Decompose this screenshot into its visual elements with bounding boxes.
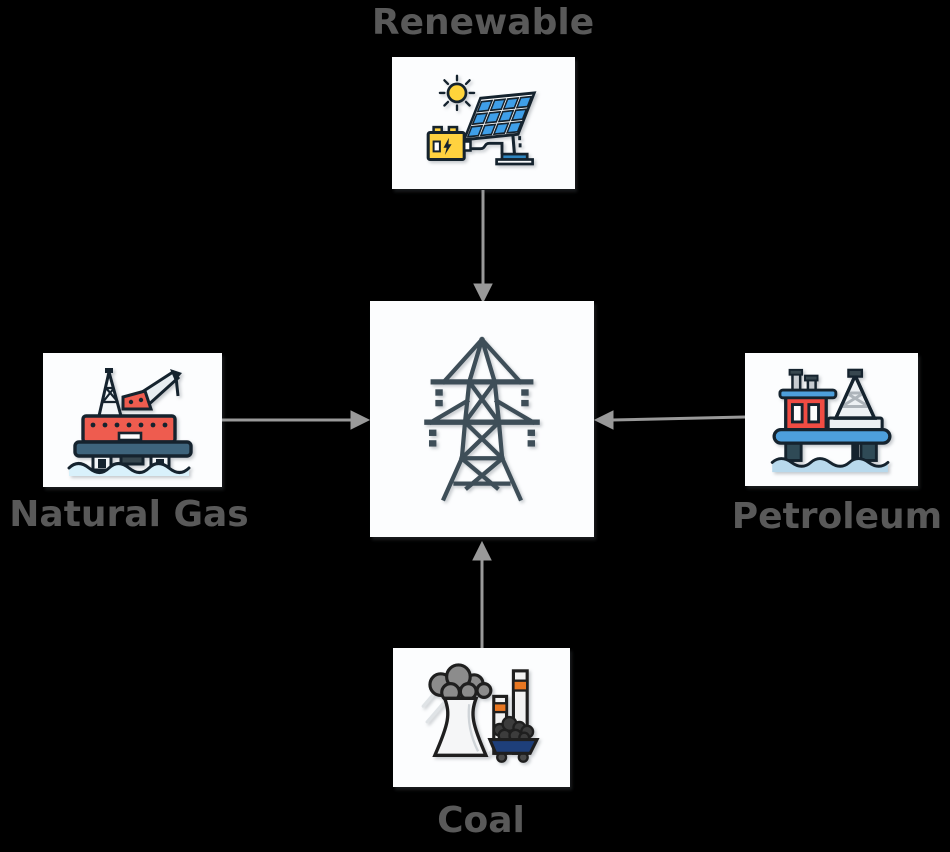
transmission-tower-icon [424,336,540,502]
arrow-petroleum-to-grid [593,410,746,430]
arrow-coal-to-grid [472,540,492,648]
arrow-natural-gas-to-grid [222,410,371,430]
oil-platform-icon [770,368,891,472]
coal-node [393,648,570,787]
petroleum-node [745,353,918,486]
renewable-node [392,57,575,189]
natural-gas-label: Natural Gas [9,494,249,535]
arrow-renewable-to-grid [473,190,493,304]
offshore-gas-rig-icon [67,368,193,476]
coal-power-plant-icon [421,662,540,763]
solar-panel-battery-icon [426,74,536,165]
petroleum-label: Petroleum [731,496,943,537]
natural-gas-node [43,353,222,487]
coal-label: Coal [437,800,525,841]
renewable-label: Renewable [371,2,595,43]
power-grid-node [370,301,594,537]
